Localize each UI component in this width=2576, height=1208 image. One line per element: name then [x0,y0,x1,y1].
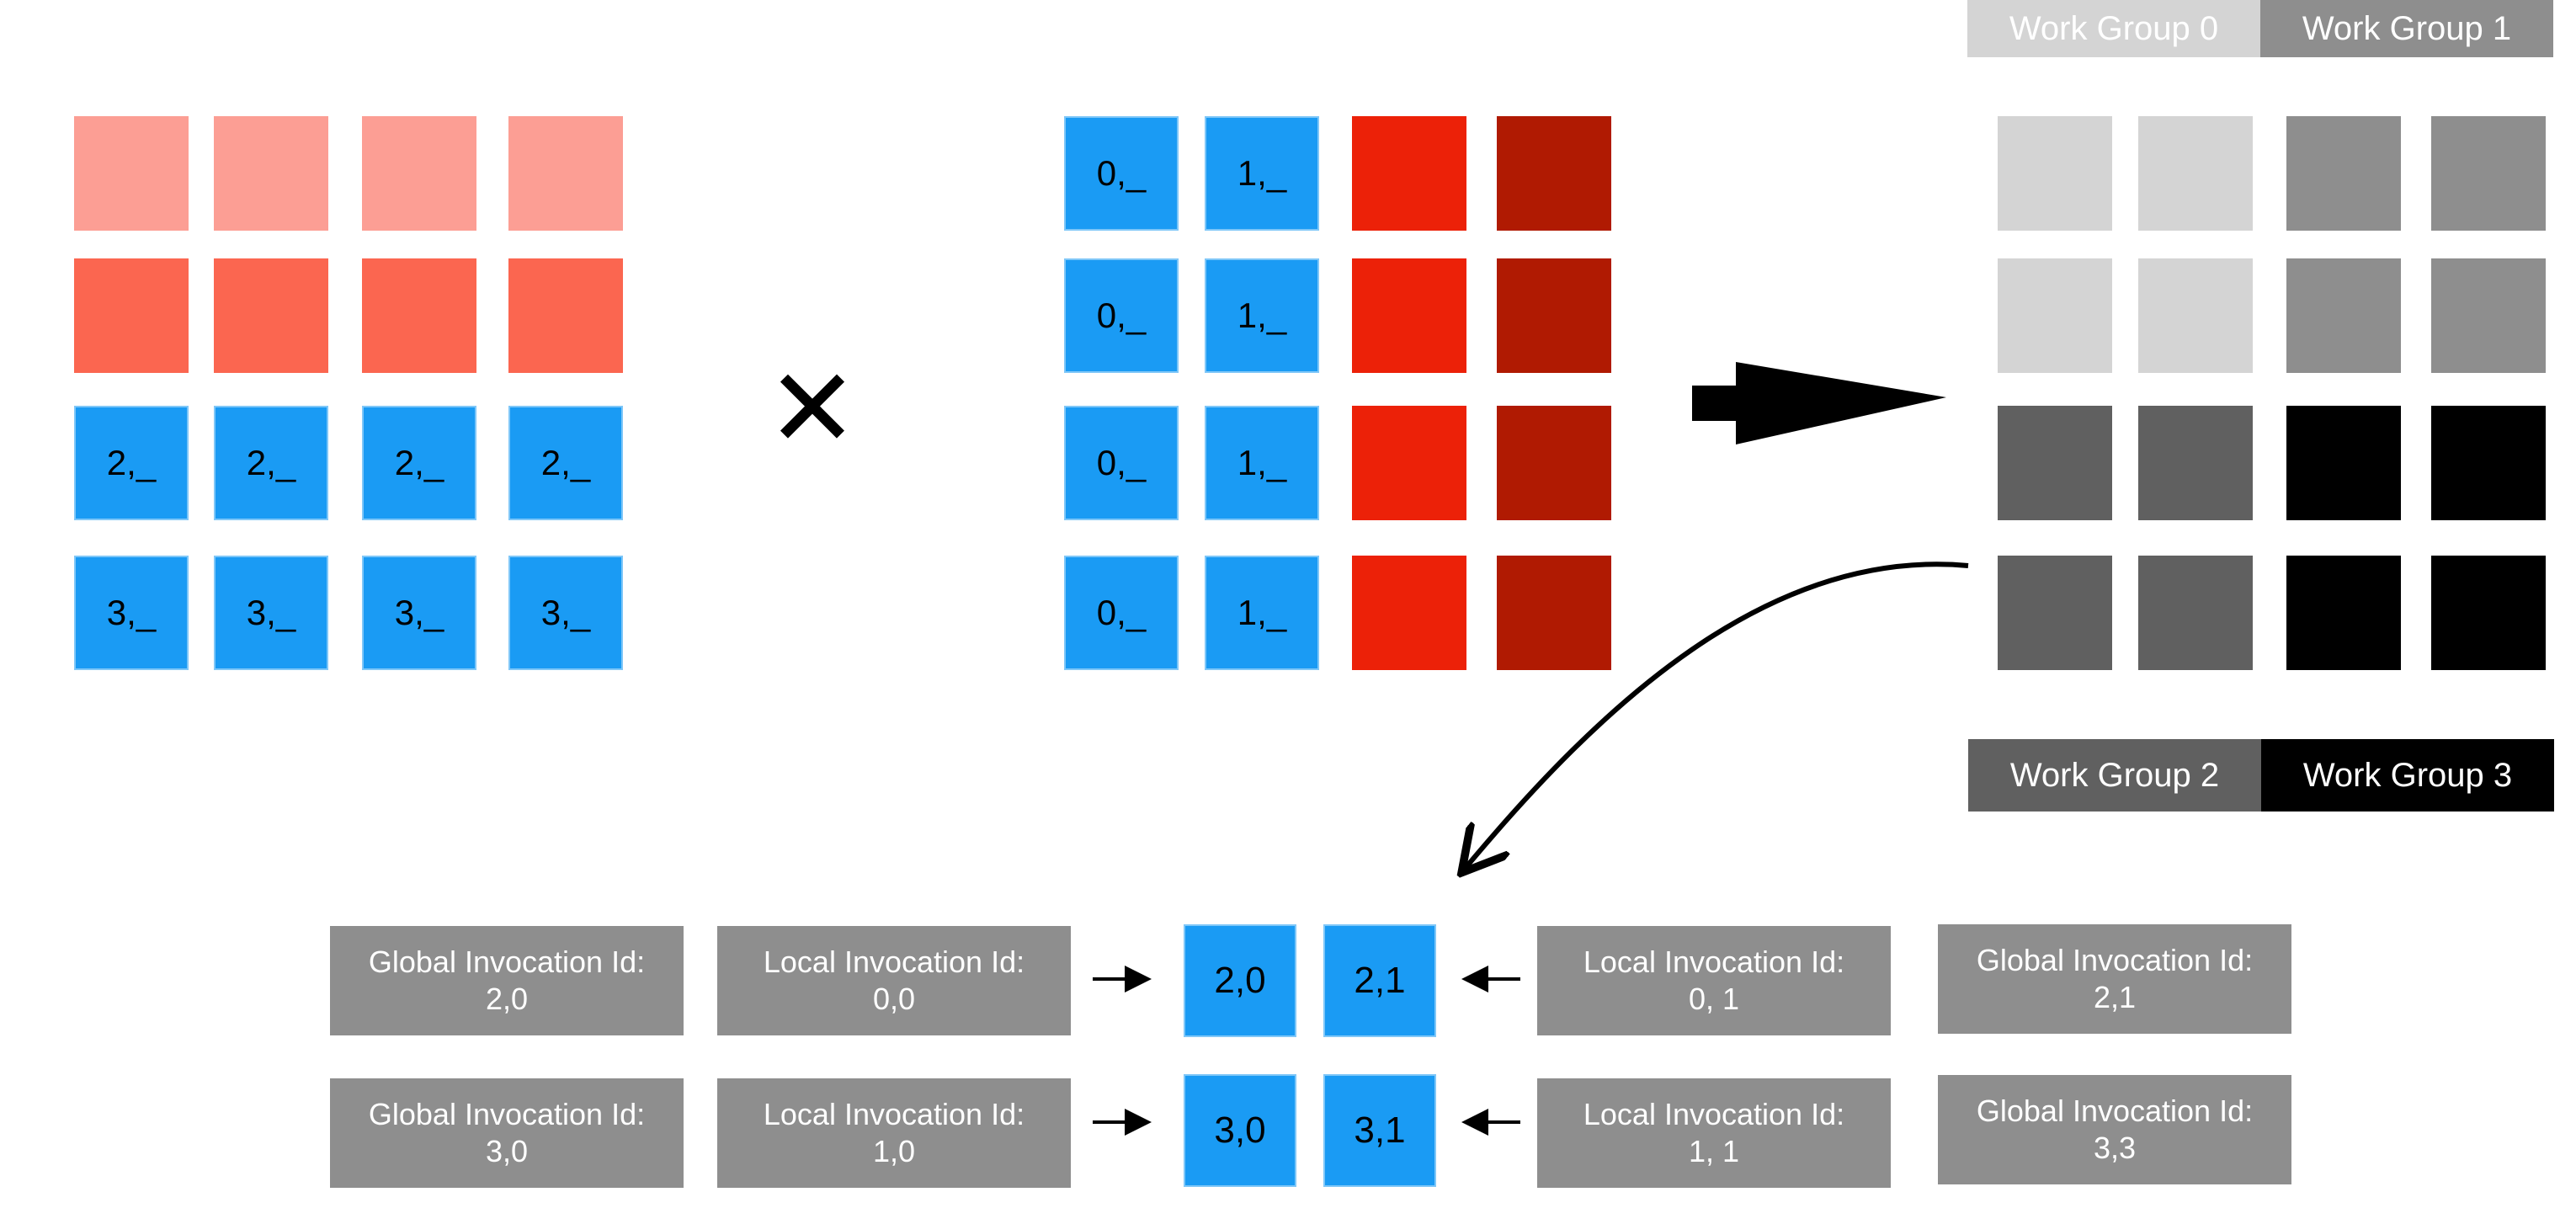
result-cell-wg2 [2138,556,2253,670]
multiply-icon: ✕ [766,344,859,472]
work-group-3-label: Work Group 3 [2261,739,2554,812]
matrix-a-cell [214,116,328,231]
matrix-a-cell-row2: 2,_ [362,406,476,520]
matrix-a-cell [214,258,328,373]
invocation-cell: 3,0 [1184,1074,1296,1187]
info-value: 1, 1 [1688,1134,1740,1168]
work-group-0-label: Work Group 0 [1967,0,2260,57]
info-title: Global Invocation Id: [1976,1094,2254,1128]
invocation-cell: 3,1 [1323,1074,1436,1187]
local-invocation-id-box: Local Invocation Id: 0,0 [717,926,1071,1035]
matrix-b-cell-col1: 1,_ [1205,406,1319,520]
info-title: Global Invocation Id: [368,945,646,979]
matrix-a-cell-row2: 2,_ [508,406,623,520]
info-title: Global Invocation Id: [368,1097,646,1131]
local-invocation-id-box: Local Invocation Id: 1,0 [717,1078,1071,1188]
result-cell-wg0 [2138,258,2253,373]
matrix-b-cell [1497,258,1611,373]
matrix-b-cell-col0: 0,_ [1064,116,1179,231]
result-cell-wg0 [1998,116,2112,231]
info-value: 3,0 [485,1134,529,1168]
matrix-a-cell [508,116,623,231]
matrix-b-cell-col1: 1,_ [1205,116,1319,231]
invocation-cell: 2,0 [1184,924,1296,1037]
matrix-b-cell-col0: 0,_ [1064,556,1179,670]
info-title: Local Invocation Id: [763,1097,1025,1131]
result-cell-wg0 [2138,116,2253,231]
matrix-b-cell [1497,556,1611,670]
matrix-a-cell [362,258,476,373]
info-value: 1,0 [872,1134,916,1168]
info-title: Global Invocation Id: [1976,943,2254,977]
matrix-b-cell-col0: 0,_ [1064,258,1179,373]
matrix-a-cell-row2: 2,_ [74,406,189,520]
matrix-b-cell [1352,116,1466,231]
result-cell-wg2 [2138,406,2253,520]
work-group-1-label: Work Group 1 [2260,0,2553,57]
result-cell-wg1 [2431,258,2546,373]
result-cell-wg0 [1998,258,2112,373]
result-cell-wg2 [1998,406,2112,520]
matrix-a-cell [508,258,623,373]
work-group-2-label: Work Group 2 [1968,739,2261,812]
result-cell-wg3 [2286,406,2401,520]
result-cell-wg3 [2431,556,2546,670]
info-value: 2,1 [2093,980,2137,1014]
result-cell-wg3 [2431,406,2546,520]
result-cell-wg1 [2431,116,2546,231]
global-invocation-id-box: Global Invocation Id: 2,1 [1938,924,2291,1034]
matrix-b-cell-col0: 0,_ [1064,406,1179,520]
result-cell-wg1 [2286,258,2401,373]
matrix-b-cell [1352,258,1466,373]
info-value: 0, 1 [1688,982,1740,1016]
matrix-b-cell [1352,406,1466,520]
global-invocation-id-box: Global Invocation Id: 3,0 [330,1078,684,1188]
info-title: Local Invocation Id: [1583,1097,1845,1131]
matrix-a-cell-row3: 3,_ [362,556,476,670]
matrix-b-cell [1497,406,1611,520]
local-invocation-id-box: Local Invocation Id: 1, 1 [1537,1078,1891,1188]
info-value: 2,0 [485,982,529,1016]
global-invocation-id-box: Global Invocation Id: 3,3 [1938,1075,2291,1184]
info-title: Local Invocation Id: [763,945,1025,979]
result-cell-wg2 [1998,556,2112,670]
matrix-a-cell [74,116,189,231]
matrix-a-cell-row3: 3,_ [74,556,189,670]
matrix-a-cell-row3: 3,_ [508,556,623,670]
invocation-cell: 2,1 [1323,924,1436,1037]
matrix-b-cell [1497,116,1611,231]
matrix-b-cell-col1: 1,_ [1205,258,1319,373]
result-cell-wg1 [2286,116,2401,231]
global-invocation-id-box: Global Invocation Id: 2,0 [330,926,684,1035]
matrix-a-cell [362,116,476,231]
info-value: 3,3 [2093,1131,2137,1165]
local-invocation-id-box: Local Invocation Id: 0, 1 [1537,926,1891,1035]
result-cell-wg3 [2286,556,2401,670]
matrix-a-cell-row3: 3,_ [214,556,328,670]
matrix-a-cell [74,258,189,373]
matrix-b-cell-col1: 1,_ [1205,556,1319,670]
info-title: Local Invocation Id: [1583,945,1845,979]
matrix-a-cell-row2: 2,_ [214,406,328,520]
matrix-b-cell [1352,556,1466,670]
info-value: 0,0 [872,982,916,1016]
